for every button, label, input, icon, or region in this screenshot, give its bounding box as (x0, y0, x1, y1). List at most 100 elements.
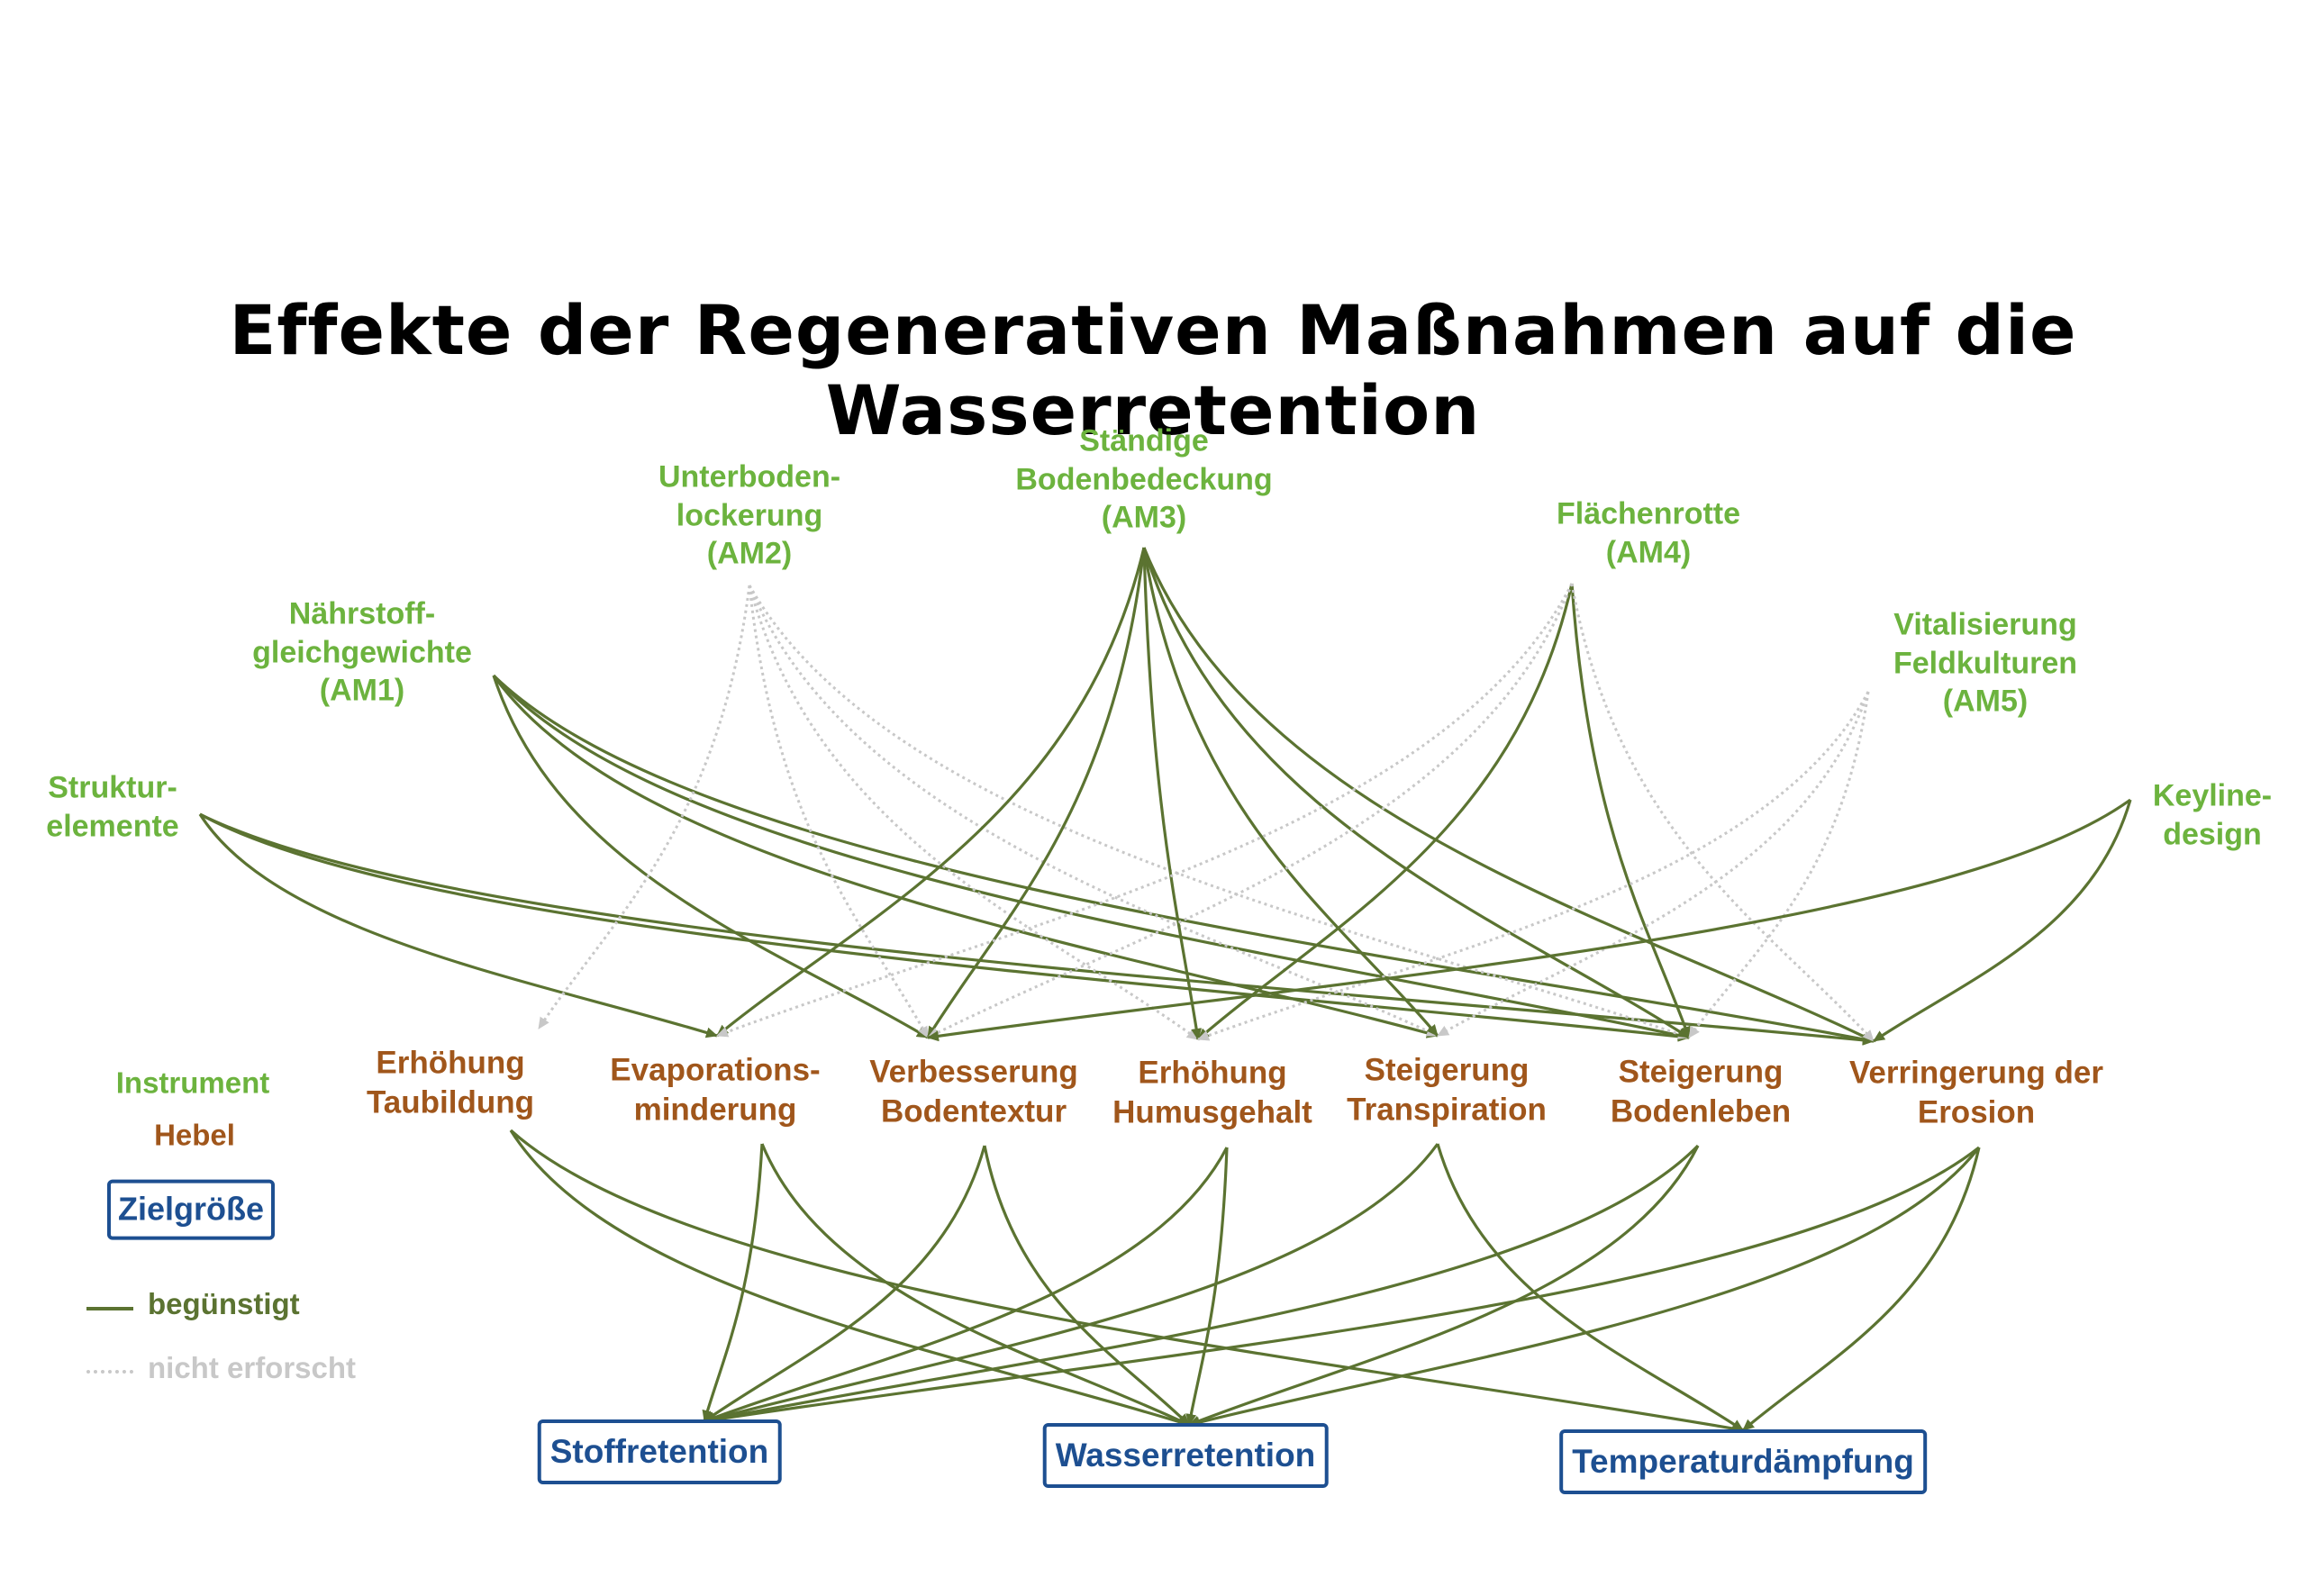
legend-instrument-label: Instrument (115, 1066, 270, 1100)
edge-bodentextur-to-stoff (704, 1145, 986, 1423)
edge-humus-to-stoff (704, 1147, 1229, 1423)
edge-evaporation-to-stoff (702, 1143, 764, 1422)
legend-unresearched-label: nicht erforscht (148, 1351, 357, 1384)
edge-humus-to-wasser (1185, 1147, 1229, 1426)
edge-am5-to-humus (1197, 691, 1870, 1041)
target-wasser: Wasserretention (1042, 1422, 1329, 1489)
legend-positive-label: begünstigt (148, 1287, 300, 1320)
instrument-am1-line: gleichgewichte (252, 634, 472, 669)
target-temp: Temperaturdämpfung (1559, 1428, 1927, 1495)
lever-transpiration-line: Transpiration (1347, 1092, 1547, 1127)
edge-taubildung-to-wasser (509, 1129, 1190, 1428)
edge-am2-to-bodentextur (748, 585, 930, 1038)
edge-am2-to-transpiration (748, 585, 1439, 1038)
edge-am5-to-bodenleben (1687, 691, 1870, 1038)
legend-instrument: Instrument (116, 1064, 270, 1101)
instrument-am5-line: (AM5) (1942, 684, 2029, 719)
lever-taubildung-line: Erhöhung (376, 1045, 525, 1081)
edge-keyline-to-bodentextur (927, 798, 2131, 1042)
instrument-am2: Unterboden-lockerung (AM2) (658, 458, 840, 573)
lever-erosion-line: Verringerung der (1848, 1055, 2104, 1091)
instrument-am5-line: Vitalisierung (1893, 607, 2077, 642)
legend-lever-label: Hebel (154, 1118, 235, 1152)
edge-am3-to-transpiration (1142, 547, 1439, 1038)
instrument-am2-line: (AM2) (706, 536, 793, 571)
edge-am5-to-transpiration (1437, 691, 1870, 1038)
edge-am3-to-erosion (1142, 547, 1875, 1043)
instrument-am5-line: Feldkulturen (1893, 645, 2078, 680)
instrument-am1-line: Nährstoff- (288, 596, 436, 631)
edge-am2-to-humus (748, 585, 1199, 1041)
lever-humus-line: Humusgehalt (1112, 1094, 1312, 1129)
lever-bodenleben-line: Bodenleben (1610, 1093, 1792, 1129)
lever-erosion-line: Erosion (1917, 1094, 2036, 1129)
edge-bodenleben-to-wasser (1188, 1145, 1700, 1427)
edge-am2-to-bodenleben (748, 585, 1690, 1039)
target-wasser-label: Wasserretention (1055, 1436, 1316, 1474)
instrument-am2-line: Unterboden- (658, 459, 841, 494)
edge-keyline-to-erosion (1873, 799, 2132, 1043)
instrument-strukturelemente: Struktur-elemente (46, 769, 178, 846)
instrument-am3-line: Ständige (1079, 423, 1209, 458)
edge-am4-to-bodenleben (1570, 583, 1691, 1038)
legend-target-label: Zielgröße (117, 1190, 265, 1228)
instrument-am4-line: (AM4) (1605, 535, 1692, 569)
edge-am1-to-transpiration (492, 675, 1439, 1038)
lever-transpiration-line: Steigerung (1364, 1052, 1530, 1088)
edge-taubildung-to-temp (509, 1129, 1744, 1434)
edge-evaporation-to-wasser (760, 1143, 1190, 1427)
edge-transpiration-to-stoff (704, 1143, 1439, 1424)
edge-erosion-to-temp (1741, 1147, 1981, 1432)
edge-am4-to-erosion (1570, 583, 1875, 1043)
edge-strukturelemente-to-erosion (199, 812, 1875, 1046)
legend-target: Zielgröße (106, 1179, 276, 1240)
legend-positive-swatch (86, 1307, 133, 1310)
edge-am1-to-bodenleben (492, 674, 1690, 1041)
lever-bodentextur-line: Verbesserung (869, 1054, 1078, 1090)
target-stoff: Stoffretention (537, 1419, 782, 1485)
instrument-keyline-line: Keyline- (2152, 778, 2273, 813)
edge-strukturelemente-to-evaporation (198, 813, 718, 1038)
edge-am4-to-evaporation (716, 583, 1574, 1038)
legend-lever: Hebel (154, 1116, 235, 1153)
instrument-am3-line: (AM3) (1101, 500, 1187, 535)
diagram-title: Effekte der Regenerativen Maßnahmen auf … (229, 290, 2077, 450)
edge-am3-to-evaporation (715, 547, 1146, 1038)
edge-am2-to-taubildung (537, 585, 751, 1029)
edge-am1-to-erosion (492, 674, 1875, 1045)
instrument-strukturelemente-line: Struktur- (48, 770, 177, 805)
instrument-am2-line: lockerung (676, 497, 823, 532)
edge-am4-to-bodentextur (927, 583, 1574, 1039)
edge-erosion-to-wasser (1188, 1147, 1981, 1428)
lever-evaporation: Evaporations-minderung (610, 1050, 820, 1129)
edge-am3-to-bodenleben (1142, 547, 1690, 1039)
edge-am3-to-humus (1142, 547, 1203, 1040)
target-stoff-label: Stoffretention (549, 1432, 769, 1470)
lever-evaporation-line: Evaporations- (610, 1052, 821, 1088)
lever-taubildung-line: Taubildung (367, 1084, 534, 1120)
edge-am1-to-bodentextur (492, 675, 929, 1039)
edge-am4-to-humus (1196, 583, 1574, 1041)
lever-bodenleben-line: Steigerung (1618, 1054, 1784, 1090)
edge-transpiration-to-temp (1436, 1143, 1744, 1432)
instrument-keyline-line: design (2163, 817, 2262, 851)
instrument-am4-line: Flächenrotte (1556, 496, 1741, 531)
instrument-am3-line: Bodenbedeckung (1015, 461, 1273, 496)
edge-bodenleben-to-stoff (704, 1144, 1700, 1425)
lever-humus-line: Erhöhung (1138, 1055, 1287, 1091)
lever-bodentextur-line: Bodentextur (880, 1093, 1067, 1129)
instrument-strukturelemente-line: elemente (46, 809, 179, 843)
target-temp-label: Temperaturdämpfung (1572, 1442, 1914, 1480)
lever-evaporation-line: minderung (633, 1092, 797, 1127)
instrument-keyline: Keyline-design (2153, 777, 2272, 854)
edge-am3-to-bodentextur (926, 547, 1146, 1038)
